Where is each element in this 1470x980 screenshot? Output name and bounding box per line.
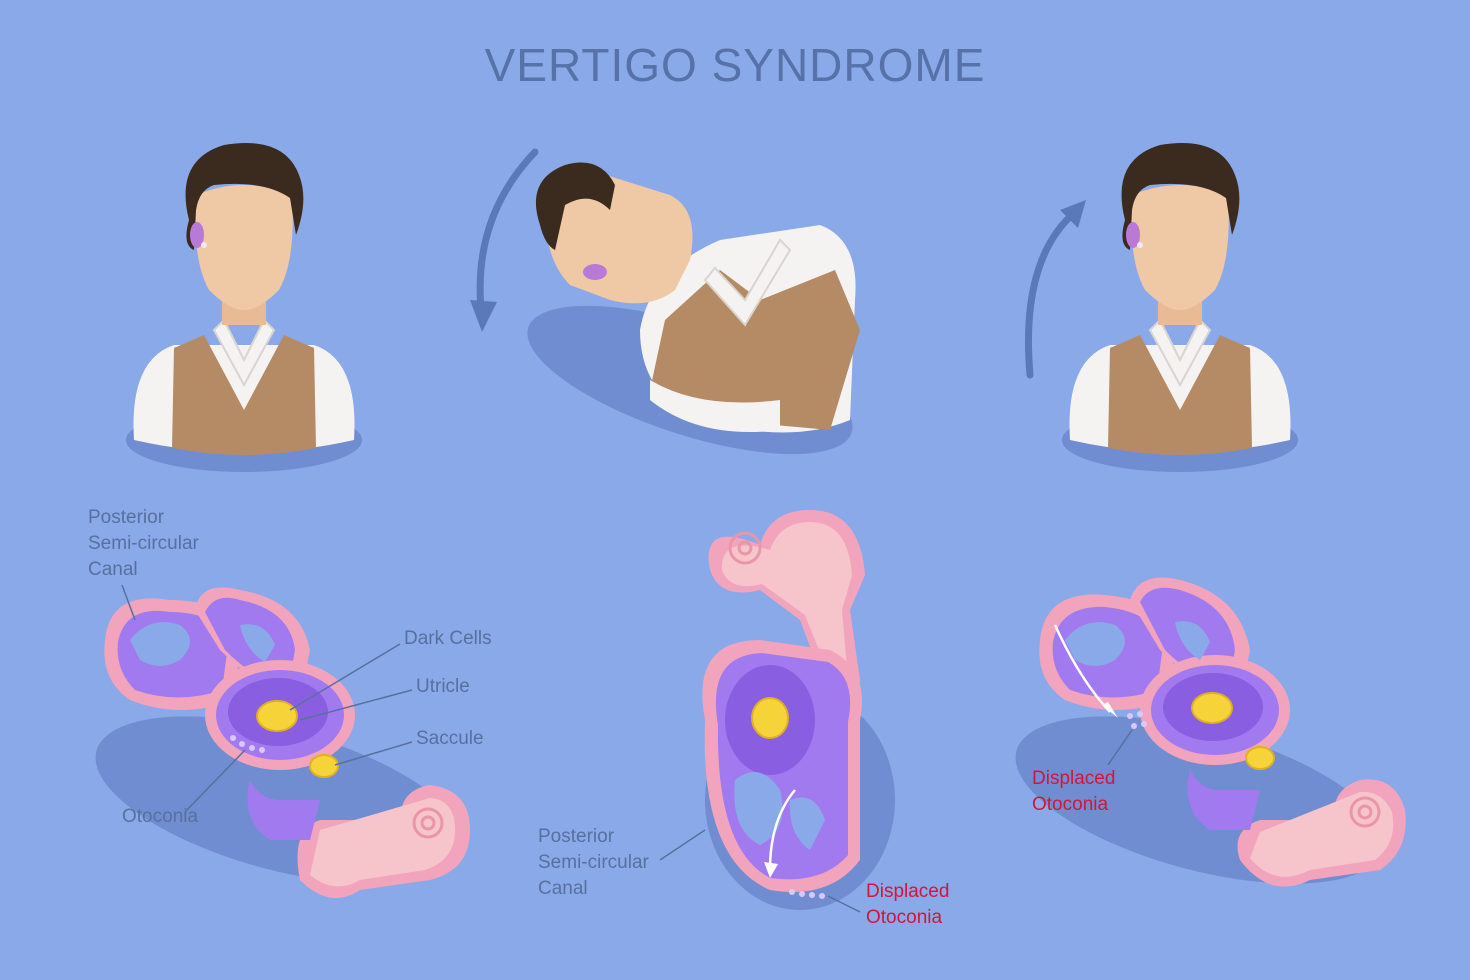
- ear-crystal-icon: [1137, 242, 1143, 248]
- page-title: VERTIGO SYNDROME: [484, 39, 986, 91]
- label-utricle: Utricle: [416, 676, 470, 697]
- ear-crystal-icon: [583, 264, 607, 280]
- ear-crystal-icon: [201, 242, 207, 248]
- label-displaced-otoconia-right: Displaced Otoconia: [1032, 768, 1116, 815]
- label-posterior-canal-middle: Posterior Semi-circular Canal: [538, 826, 649, 899]
- label-otoconia: Otoconia: [122, 806, 199, 827]
- label-dark-cells: Dark Cells: [404, 628, 492, 649]
- inner-ear-middle: [659, 510, 895, 913]
- rotate-down-arrow-icon: [470, 148, 539, 332]
- inner-ear-left: [95, 584, 470, 898]
- person-tilted: [527, 162, 860, 455]
- inner-ear-right: [1015, 577, 1406, 887]
- rotate-up-arrow-icon: [1024, 200, 1086, 379]
- person-upright-right: [1061, 142, 1299, 473]
- label-posterior-canal-left: Posterior Semi-circular Canal: [88, 507, 199, 580]
- label-displaced-otoconia-middle: Displaced Otoconia: [866, 881, 950, 928]
- person-upright-left: [125, 142, 363, 473]
- label-saccule: Saccule: [416, 728, 484, 749]
